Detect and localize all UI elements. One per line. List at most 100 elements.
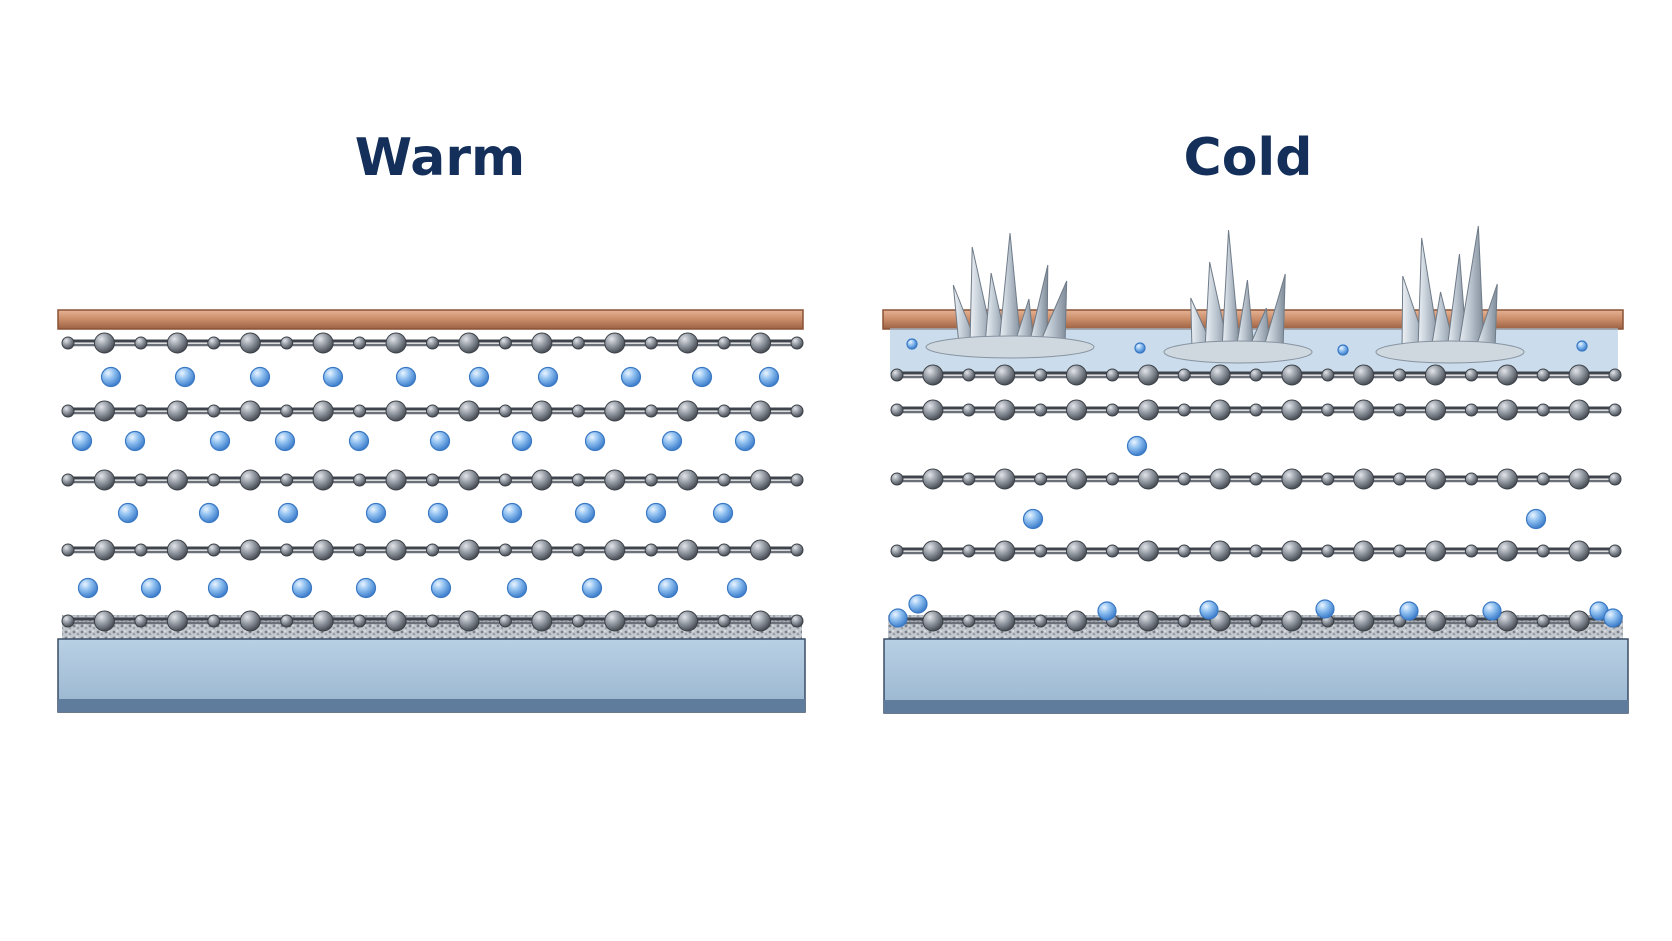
- graphite-layer-icon-atom: [1034, 614, 1048, 628]
- graphite-layer-icon-atom: [571, 614, 585, 628]
- graphite-layer-icon-atom: [239, 610, 261, 632]
- graphite-layer-icon-atom: [1496, 399, 1518, 421]
- graphite-layer-icon-atom: [790, 473, 804, 487]
- graphite-layer-icon-atom: [922, 364, 944, 386]
- lithium-ion-icon: [574, 502, 596, 524]
- lithium-ion-icon: [274, 430, 296, 452]
- graphite-layer-icon-atom: [1425, 610, 1446, 632]
- graphite-layer-icon-atom: [1249, 472, 1263, 486]
- graphite-layer-icon-atom: [604, 400, 626, 422]
- graphite-layer-icon-atom: [571, 473, 585, 487]
- graphite-layer-icon-atom: [531, 539, 553, 561]
- graphite-layer-icon-atom: [1568, 610, 1590, 632]
- lithium-ion-icon: [207, 577, 229, 599]
- lithium-ion-icon: [1337, 344, 1349, 356]
- graphite-layer-icon-atom: [1209, 399, 1231, 421]
- graphite-layer-icon-atom: [134, 336, 148, 350]
- graphite-layer-icon-atom: [1425, 540, 1446, 562]
- graphite-layer-icon-atom: [385, 400, 407, 422]
- graphite-layer-icon-atom: [280, 336, 294, 350]
- graphite-layer-icon-atom: [994, 399, 1016, 421]
- graphite-layer-icon-atom: [207, 336, 221, 350]
- lithium-ion-icon: [322, 366, 344, 388]
- graphite-layer-icon-atom: [207, 543, 221, 557]
- graphite-layer-icon-atom: [1249, 368, 1263, 382]
- graphite-layer-icon-atom: [1177, 403, 1191, 417]
- graphite-layer-icon-atom: [1353, 540, 1375, 562]
- cold-panel: [882, 225, 1629, 714]
- graphite-layer-icon-atom: [531, 469, 553, 491]
- graphite-layer-icon-atom: [1137, 399, 1159, 421]
- graphite-layer-icon-atom: [280, 404, 294, 418]
- graphite-layer-icon-atom: [166, 539, 188, 561]
- graphite-layer-icon-atom: [1066, 399, 1087, 421]
- graphite-layer-icon-atom: [1105, 368, 1119, 382]
- graphite-layer-icon-atom: [207, 404, 221, 418]
- graphite-layer-icon-atom: [890, 544, 904, 558]
- lithium-ion-icon: [906, 338, 918, 350]
- lithium-ion-icon: [645, 502, 667, 524]
- lithium-ion-icon: [581, 577, 603, 599]
- graphite-layer-icon-atom: [93, 539, 115, 561]
- graphite-layer-icon-atom: [1137, 540, 1159, 562]
- graphite-layer-icon-atom: [385, 469, 407, 491]
- lithium-ion-icon: [140, 577, 162, 599]
- graphite-layer-icon-atom: [890, 472, 904, 486]
- graphite-layer-icon-atom: [426, 336, 439, 350]
- lithium-ion-icon: [174, 366, 196, 388]
- graphite-layer-icon-atom: [134, 473, 148, 487]
- graphite-layer-icon-atom: [1464, 403, 1478, 417]
- graphite-layer-icon-atom: [717, 614, 731, 628]
- graphite-layer-icon-atom: [922, 468, 944, 490]
- graphite-layer-icon-atom: [994, 540, 1016, 562]
- lithium-ion-icon: [501, 502, 523, 524]
- graphite-layer-icon-atom: [1137, 364, 1159, 386]
- graphite-layer-icon-atom: [1321, 472, 1335, 486]
- graphite-layer-icon-atom: [750, 400, 772, 422]
- graphite-layer-icon-atom: [571, 336, 585, 350]
- graphite-layer-icon-atom: [353, 336, 367, 350]
- graphite-layer-icon-atom: [458, 332, 480, 354]
- graphite-layer-icon-atom: [644, 614, 658, 628]
- graphite-layer-icon-atom: [353, 614, 367, 628]
- graphite-layer-icon-atom: [1496, 468, 1518, 490]
- graphite-layer-icon-atom: [1608, 472, 1622, 486]
- graphite-layer-icon-atom: [1393, 544, 1407, 558]
- lithium-ion-icon: [100, 366, 122, 388]
- substrate-edge: [884, 700, 1628, 713]
- graphite-layer-icon-atom: [1496, 364, 1518, 386]
- lithium-ion-icon: [1097, 601, 1117, 621]
- lithium-ion-icon: [348, 430, 370, 452]
- graphite-layer-icon-atom: [1393, 403, 1407, 417]
- graphite-layer-icon-atom: [1177, 368, 1191, 382]
- graphite-layer-icon-atom: [280, 543, 294, 557]
- graphite-layer-icon-atom: [239, 332, 261, 354]
- graphite-layer-icon-atom: [604, 332, 626, 354]
- graphite-layer-icon-atom: [1568, 399, 1590, 421]
- graphite-layer-icon-atom: [994, 610, 1016, 632]
- graphite-layer-icon-atom: [385, 332, 407, 354]
- graphite-layer-icon-atom: [1464, 368, 1478, 382]
- graphite-layer-icon-atom: [1321, 368, 1335, 382]
- graphite-layer-icon-atom: [890, 368, 904, 382]
- lithium-ion-icon: [198, 502, 220, 524]
- warm-panel: [57, 309, 806, 713]
- lithium-ion-icon: [620, 366, 642, 388]
- graphite-layer-icon-atom: [312, 610, 334, 632]
- graphite-layer-icon-atom: [677, 610, 699, 632]
- lithium-ion-icon: [77, 577, 99, 599]
- graphite-layer-icon-atom: [1177, 472, 1191, 486]
- lithium-ion-icon: [1315, 599, 1335, 619]
- graphite-layer-icon-atom: [1425, 399, 1446, 421]
- lithium-ion-icon: [1482, 601, 1502, 621]
- graphite-layer-icon-atom: [1425, 468, 1446, 490]
- graphite-layer-icon-atom: [1137, 610, 1159, 632]
- graphite-layer-icon-atom: [1353, 399, 1375, 421]
- graphite-layer-icon-atom: [1281, 399, 1303, 421]
- graphite-layer-icon-atom: [1536, 544, 1550, 558]
- graphite-layer-icon-atom: [1249, 403, 1263, 417]
- graphite-layer-icon-atom: [994, 364, 1016, 386]
- lithium-ion-icon: [1199, 600, 1219, 620]
- graphite-layer-icon-atom: [1034, 403, 1048, 417]
